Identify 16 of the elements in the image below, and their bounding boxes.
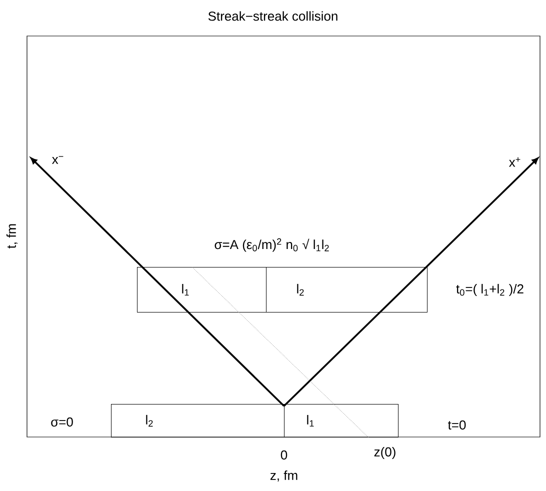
worldline	[192, 266, 369, 438]
tick-label: z(0)	[374, 446, 396, 460]
formula-label: t$_{0}$=( l$_{1}$+l$_{2}$ )/2	[456, 284, 524, 296]
streak-box: l$_{2}$	[111, 404, 284, 438]
tick-label: 0	[280, 450, 288, 460]
axis-label: z, fm	[270, 470, 298, 482]
chart-title: Streak−streak collision	[208, 11, 338, 21]
label-text: x$^{−}$	[52, 156, 64, 164]
streak-box: l$_{1}$	[284, 404, 398, 438]
streak-box: l$_{2}$	[266, 267, 428, 312]
label-text: σ=0	[51, 417, 73, 427]
axis-label: t, fm	[6, 224, 18, 248]
label-text: t=0	[448, 420, 466, 430]
formula-label: σ=A (ε$_{0}$/m)$^{2}$ n$_{0}$ √ l$_{1}$l$_{2}$	[214, 238, 329, 252]
label-text: x$^{+}$	[509, 157, 520, 167]
streak-box: l$_{1}$	[137, 267, 266, 312]
